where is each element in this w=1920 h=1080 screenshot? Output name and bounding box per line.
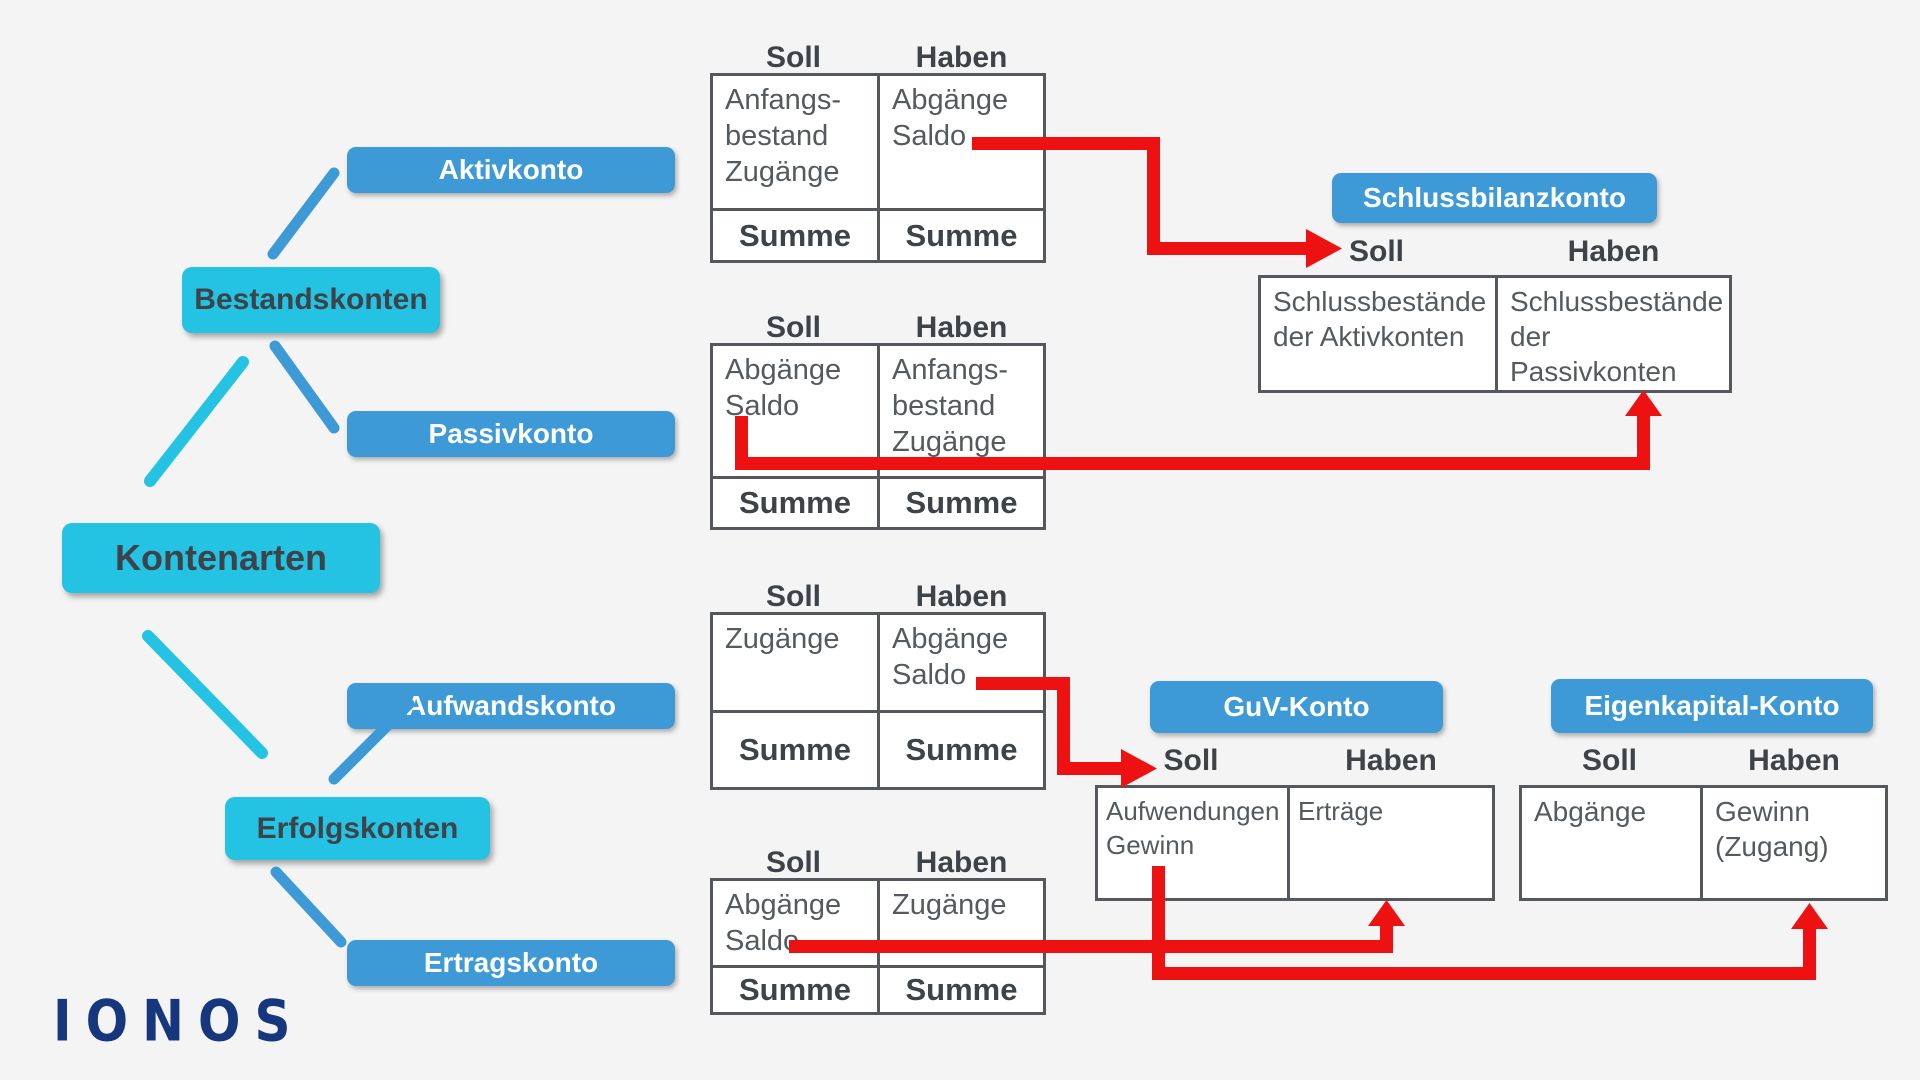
node-ertragskonto: Ertragskonto <box>347 940 675 986</box>
haben-cell: Gewinn (Zugang) <box>1715 796 1829 862</box>
node-aktivkonto: Aktivkonto <box>347 147 675 193</box>
haben-sum: Summe <box>880 965 1043 1012</box>
node-eigenkapital-konto: Eigenkapital-Konto <box>1551 679 1873 733</box>
ionos-logo: IONOS <box>53 988 305 1055</box>
node-passivkonto: Passivkonto <box>347 411 675 457</box>
soll-header: Soll <box>1348 235 1404 268</box>
soll-cell: Aufwendungen Gewinn <box>1098 788 1290 898</box>
taccount-aufwandskonto: Soll Haben Zugänge Abgänge Saldo Summe S… <box>710 581 1046 790</box>
soll-cell: Abgänge <box>1522 788 1703 898</box>
haben-header: Haben <box>915 846 1008 879</box>
connector-erfolgskonten-ertragskonto <box>270 866 347 948</box>
node-kontenarten: Kontenarten <box>62 523 380 593</box>
soll-sum: Summe <box>713 710 880 787</box>
soll-sum: Summe <box>713 965 880 1012</box>
haben-header: Haben <box>1345 744 1437 777</box>
haben-header: Haben <box>1748 744 1840 777</box>
taccount-aktivkonto: Soll Haben Anfangs- bestand Zugänge Abgä… <box>710 42 1046 263</box>
haben-cell: Schlussbestände der Passivkonten <box>1510 286 1724 387</box>
connector-bestandskonten-passivkonto <box>269 340 340 434</box>
haben-header: Haben <box>915 311 1008 344</box>
taccount-passivkonto: Soll Haben Abgänge Saldo Anfangs- bestan… <box>710 312 1046 530</box>
haben-sum: Summe <box>880 208 1043 260</box>
soll-header: Soll <box>765 311 821 344</box>
soll-cell: Abgänge Saldo <box>713 881 880 965</box>
node-aufwandskonto: Aufwandskonto <box>347 683 675 729</box>
haben-header: Haben <box>1567 235 1660 268</box>
haben-header: Haben <box>915 580 1008 613</box>
haben-sum: Summe <box>880 476 1043 527</box>
taccount-ertragskonto: Soll Haben Abgänge Saldo Zugänge Summe S… <box>710 847 1046 1015</box>
soll-header: Soll <box>765 41 821 74</box>
haben-cell: Erträge <box>1298 796 1384 826</box>
connector-kontenarten-erfolgskonten <box>142 630 268 759</box>
soll-sum: Summe <box>713 208 880 260</box>
soll-header: Soll <box>1163 744 1219 777</box>
haben-sum: Summe <box>880 710 1043 787</box>
haben-header: Haben <box>915 41 1008 74</box>
taccount-schlussbilanzkonto: Soll Haben Schlussbestände der Aktivkont… <box>1258 236 1732 393</box>
soll-header: Soll <box>765 846 821 879</box>
haben-cell: Anfangs- bestand Zugänge <box>892 354 1009 458</box>
node-schlussbilanzkonto: Schlussbilanzkonto <box>1332 173 1657 223</box>
taccount-eigenkapital-konto: Soll Haben Abgänge Gewinn (Zugang) <box>1519 745 1888 901</box>
node-bestandskonten: Bestandskonten <box>182 267 440 333</box>
soll-header: Soll <box>765 580 821 613</box>
node-guv-konto: GuV-Konto <box>1150 681 1443 733</box>
soll-header: Soll <box>1581 744 1637 777</box>
connector-bestandskonten-aktivkonto <box>267 167 340 260</box>
haben-cell: Abgänge Saldo <box>892 623 1009 691</box>
taccount-guv-konto: Soll Haben Aufwendungen Gewinn Erträge <box>1095 745 1495 901</box>
node-erfolgskonten: Erfolgskonten <box>225 797 490 860</box>
soll-cell: Schlussbestände der Aktivkonten <box>1261 278 1498 390</box>
soll-sum: Summe <box>713 476 880 527</box>
soll-cell: Abgänge Saldo <box>713 346 880 476</box>
haben-cell: Zugänge <box>892 889 1007 921</box>
connector-kontenarten-bestandskonten <box>144 356 249 487</box>
soll-cell: Zugänge <box>713 615 880 710</box>
soll-cell: Anfangs- bestand Zugänge <box>713 76 880 208</box>
haben-cell: Abgänge Saldo <box>892 84 1009 152</box>
